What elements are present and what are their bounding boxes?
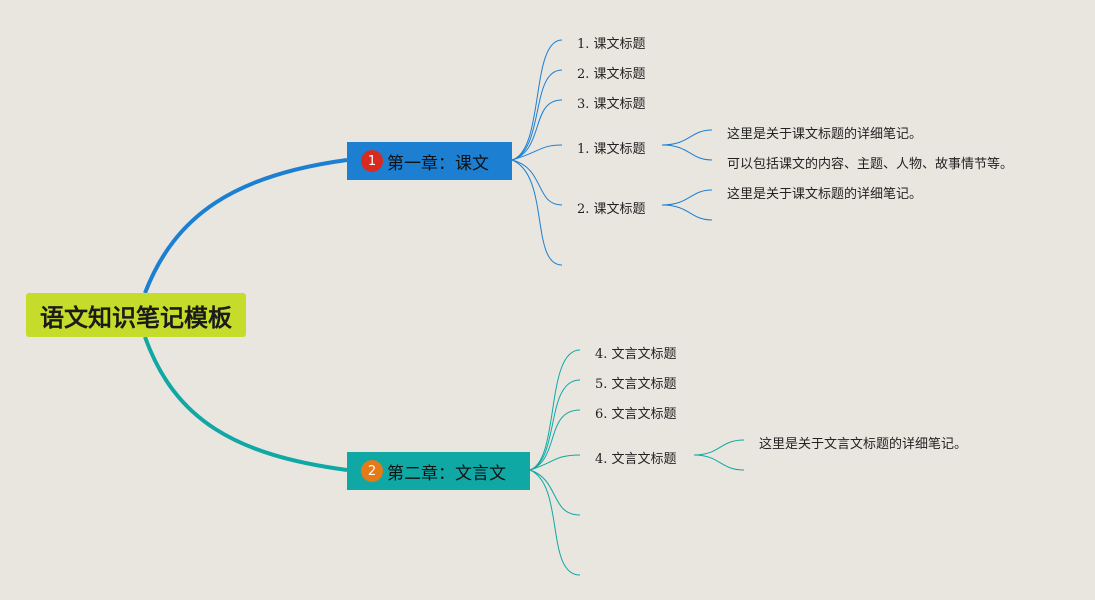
number-badge-icon: 1 — [361, 150, 383, 172]
subtopic[interactable]: 5. 文言文标题 — [595, 377, 677, 392]
subtopic[interactable]: 3. 课文标题 — [577, 97, 646, 112]
detail-note[interactable]: 这里是关于课文标题的详细笔记。 — [727, 187, 923, 202]
subtopic[interactable]: 6. 文言文标题 — [595, 407, 677, 422]
branch-topic-label: 第一章：课文 — [387, 153, 489, 174]
detail-note[interactable]: 这里是关于课文标题的详细笔记。 — [727, 127, 923, 142]
number-badge-icon: 2 — [361, 460, 383, 482]
connector-root-branch-2 — [143, 336, 348, 472]
connector-root-branch-1 — [143, 158, 348, 294]
branch-1-connectors — [511, 39, 713, 266]
subtopic[interactable]: 4. 文言文标题 — [595, 347, 677, 362]
subtopic[interactable]: 4. 文言文标题 — [595, 452, 677, 467]
subtopic[interactable]: 1. 课文标题 — [577, 142, 646, 157]
detail-note[interactable]: 这里是关于文言文标题的详细笔记。 — [759, 437, 968, 452]
subtopic[interactable]: 2. 课文标题 — [577, 67, 646, 82]
branch-topic-label: 第二章：文言文 — [387, 463, 506, 484]
branch-topic-2[interactable]: 2 第二章：文言文 — [347, 452, 530, 490]
detail-note[interactable]: 可以包括课文的内容、主题、人物、故事情节等。 — [727, 157, 1014, 172]
central-topic[interactable]: 语文知识笔记模板 — [26, 293, 246, 337]
central-topic-label: 语文知识笔记模板 — [40, 303, 232, 332]
subtopic[interactable]: 2. 课文标题 — [577, 202, 646, 217]
branch-topic-1[interactable]: 1 第一章：课文 — [347, 142, 512, 180]
subtopic[interactable]: 1. 课文标题 — [577, 37, 646, 52]
branch-2-connectors — [529, 349, 745, 576]
